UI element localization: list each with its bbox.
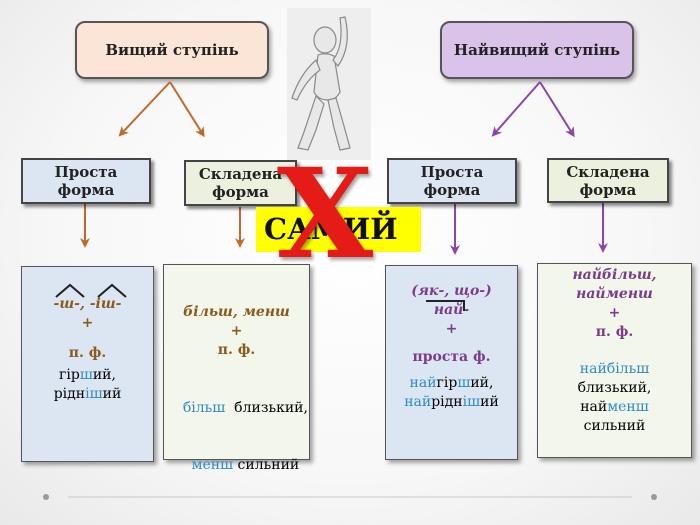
form-label-line2: форма xyxy=(212,183,269,201)
example-2: рідніший xyxy=(22,385,153,404)
plus-sign: + xyxy=(230,323,243,339)
form-label-line2: форма xyxy=(579,180,637,199)
text: ий, xyxy=(92,367,116,383)
text: сильний xyxy=(233,457,300,473)
text: гір xyxy=(59,367,80,383)
panel-highest-compound: найбільш, найменш + п. ф. найбільш близь… xyxy=(537,263,692,458)
text: ий xyxy=(480,394,499,410)
text: ий xyxy=(102,386,122,402)
words-line-1: найбільш, xyxy=(572,267,657,283)
highest-compound-form-box: Складена форма xyxy=(547,158,669,203)
separator: , xyxy=(79,296,90,312)
form-label-line2: форма xyxy=(57,181,115,199)
highest-simple-form-box: Проста форма xyxy=(387,158,517,204)
samyi-label-box: САМИЙ xyxy=(256,207,421,252)
example-3: найменш xyxy=(538,398,691,417)
highlight: ш xyxy=(457,375,471,391)
base-form: п. ф. xyxy=(217,342,256,358)
prefix: най- xyxy=(433,302,470,318)
suffixes-line: -ш-, -іш- xyxy=(22,295,153,314)
panel-higher-simple: -ш-, -іш- + п. ф. гірший, рідніший xyxy=(21,266,154,462)
arrow-higher-simple xyxy=(118,81,171,137)
highlight: най xyxy=(404,394,432,410)
arrow-highest-compound xyxy=(539,81,575,138)
suffix-ish: -іш- xyxy=(89,296,122,312)
text: гір xyxy=(436,375,458,391)
form-label-line1: Проста xyxy=(420,163,484,181)
text: близький, xyxy=(225,400,308,416)
base-form: п. ф. xyxy=(68,345,107,361)
arrow-highest-simple xyxy=(491,81,541,137)
higher-simple-form-box: Проста форма xyxy=(21,158,151,204)
higher-compound-form-box: Складена форма xyxy=(184,160,297,206)
suffix-sh: -ш- xyxy=(53,296,80,312)
form-label-line1: Складена xyxy=(566,162,650,181)
form-label-line1: Складена xyxy=(198,165,283,183)
text: най xyxy=(580,399,608,415)
words-line: більш, менш xyxy=(183,304,290,320)
text: рідн xyxy=(431,394,463,410)
plus-sign: + xyxy=(81,315,94,331)
base-form: п. ф. xyxy=(595,324,634,340)
highest-degree-label: Найвищий ступінь xyxy=(453,41,621,59)
highlight: більш xyxy=(182,400,226,416)
example-2: менш сильний xyxy=(164,437,309,494)
cross-out-mark: X xyxy=(276,142,374,287)
samyi-label: САМИЙ xyxy=(264,212,398,246)
base-form: проста ф. xyxy=(412,349,491,365)
highest-degree-box: Найвищий ступінь xyxy=(440,21,634,79)
prefix-marker xyxy=(426,300,465,311)
example-2: найрідніший xyxy=(386,393,517,412)
example-1: найбільш xyxy=(579,361,650,377)
example-4: сильний xyxy=(583,418,646,434)
plus-sign: + xyxy=(608,305,621,321)
plus-sign: + xyxy=(445,321,458,337)
higher-degree-box: Вищий ступінь xyxy=(75,21,269,79)
highlight: менш xyxy=(607,399,649,415)
text: ий, xyxy=(470,375,494,391)
form-label-line2: форма xyxy=(423,181,481,199)
suffix-caret-marks xyxy=(55,283,127,298)
form-label-line1: Проста xyxy=(54,163,118,181)
highlight: най xyxy=(409,375,437,391)
example-1: гірший, xyxy=(22,366,153,385)
highlight: менш xyxy=(191,457,234,473)
example-2: близький, xyxy=(577,380,652,396)
example-1: найгірший, xyxy=(386,374,517,393)
words-line-2: найменш xyxy=(576,286,653,302)
prefixes-line: (як-, що-) xyxy=(411,283,492,299)
highlight: іш xyxy=(462,394,481,410)
panel-highest-simple: (як-, що-) най- + проста ф. найгірший, н… xyxy=(385,265,518,460)
highlight: іш xyxy=(85,386,103,402)
higher-degree-label: Вищий ступінь xyxy=(105,41,239,59)
highlight: ш xyxy=(79,367,93,383)
prefix-line: най- xyxy=(386,300,517,320)
panel-higher-compound: більш, менш + п. ф. більш близький, менш… xyxy=(163,264,310,473)
text: рідн xyxy=(53,386,86,402)
example-1: більш близький, xyxy=(164,380,309,437)
arrow-higher-compound xyxy=(169,81,205,138)
